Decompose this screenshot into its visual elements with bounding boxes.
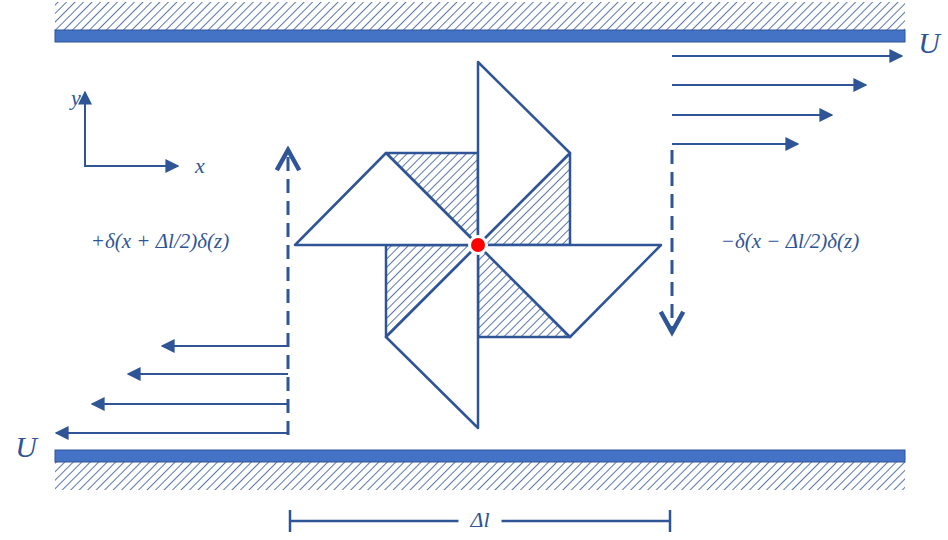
top-wall — [55, 30, 905, 42]
axis-label: x — [195, 154, 205, 178]
pivot-ring — [468, 235, 488, 255]
velocity-arrows — [56, 56, 902, 433]
bottom-wall — [55, 450, 905, 462]
source-label: +δ(x + Δl/2)δ(z) — [91, 230, 229, 253]
wall-hatch — [55, 462, 905, 490]
velocity-label: U — [918, 26, 940, 59]
wall-hatch — [55, 2, 905, 30]
axis-label: y — [71, 86, 81, 110]
dimension-label: Δl — [458, 508, 501, 532]
pivot-dot — [471, 238, 485, 252]
sink-label: −δ(x − Δl/2)δ(z) — [721, 230, 859, 253]
velocity-label: U — [15, 430, 37, 463]
pinwheel — [295, 62, 661, 428]
